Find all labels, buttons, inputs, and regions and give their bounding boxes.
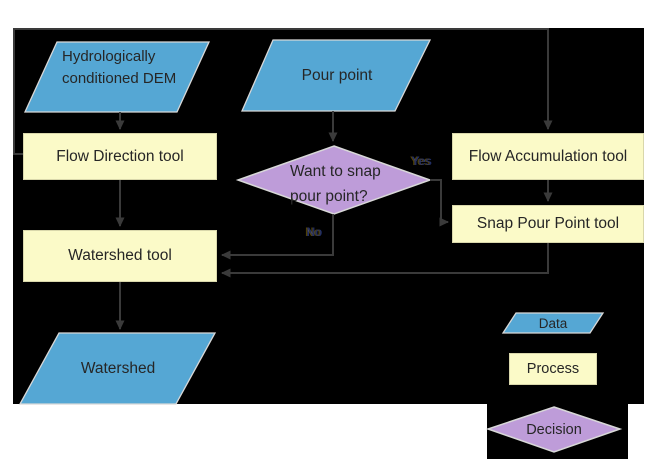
connector-flow-direction-to-flow-accumulation bbox=[13, 28, 553, 155]
pour-point-parallelogram bbox=[241, 39, 432, 112]
watershed-output-label: Watershed bbox=[80, 359, 156, 377]
connector-snap-pour-point-to-watershed-tool bbox=[221, 243, 549, 278]
decision-node-label: Want to snap pour point? bbox=[290, 163, 381, 205]
pour-point-node-label: Pour point bbox=[301, 66, 373, 84]
flow-accumulation-tool-node: Flow Accumulation tool bbox=[452, 133, 644, 180]
legend-decision-diamond bbox=[485, 406, 623, 453]
yes-branch-label: Yes bbox=[411, 156, 432, 168]
dem-node-label: Hydrologically conditioned DEM bbox=[62, 48, 177, 87]
watershed-parallelogram bbox=[18, 332, 217, 405]
legend-decision-item: Decision bbox=[526, 421, 582, 438]
legend-data-parallelogram bbox=[501, 312, 605, 334]
flow-direction-tool-node: Flow Direction tool bbox=[23, 133, 217, 180]
no-branch-label: No bbox=[306, 227, 322, 239]
dem-parallelogram bbox=[23, 41, 211, 113]
legend-data-item: Data bbox=[538, 315, 568, 331]
legend-process-item: Process bbox=[509, 353, 597, 385]
connector-decision-yes-to-snap-pour-point bbox=[430, 179, 449, 227]
snap-pour-point-tool-node: Snap Pour Point tool bbox=[452, 205, 644, 243]
connector-decision-no-to-watershed-tool bbox=[221, 214, 334, 260]
watershed-tool-node: Watershed tool bbox=[23, 230, 217, 282]
